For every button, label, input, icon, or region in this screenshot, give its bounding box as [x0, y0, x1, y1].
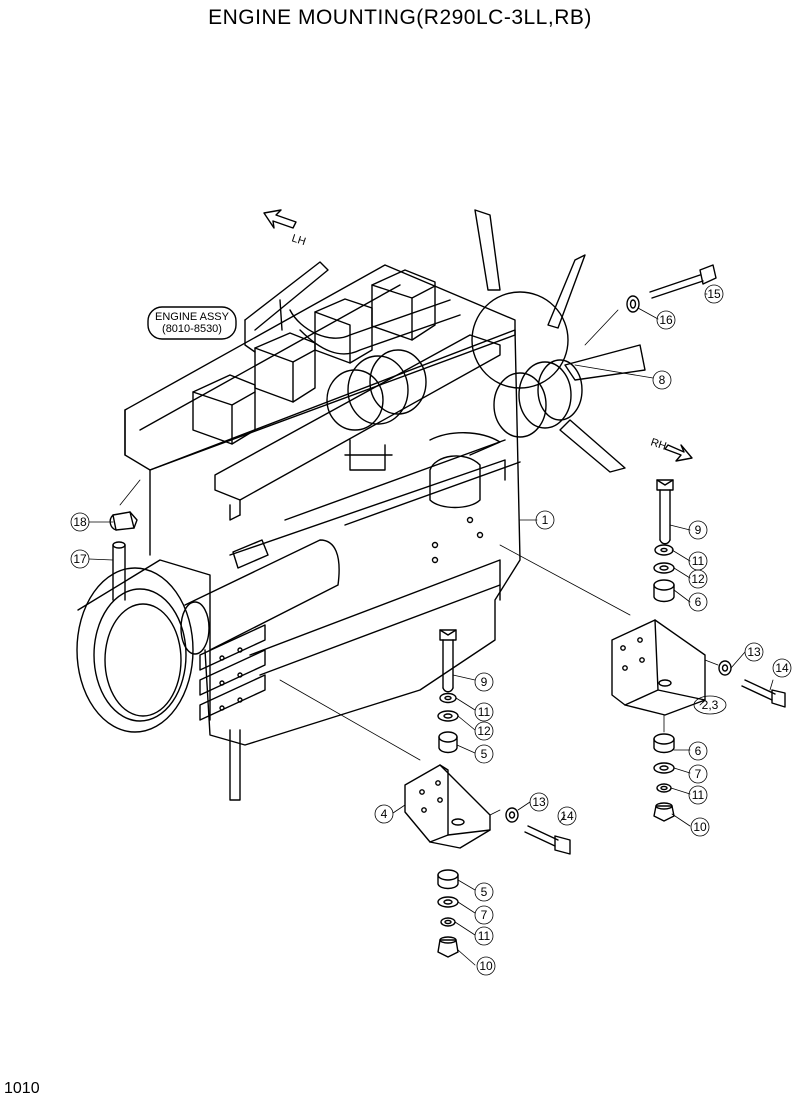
- svg-text:13: 13: [747, 645, 761, 659]
- rh-label: RH: [649, 436, 668, 452]
- svg-text:9: 9: [481, 675, 488, 689]
- callout-9-left: 9: [474, 672, 494, 692]
- bolt-9-left: [439, 629, 457, 693]
- bolt-15: [649, 264, 717, 299]
- washer-11-left-top: [439, 692, 457, 704]
- svg-text:11: 11: [478, 705, 491, 719]
- callout-10-left: 10: [476, 956, 496, 976]
- engine-assembly: [76, 209, 646, 801]
- callout-13-left: 13: [529, 792, 549, 812]
- svg-text:15: 15: [707, 287, 721, 301]
- callout-18: 18: [70, 512, 90, 532]
- callout-6-right-top: 6: [688, 592, 708, 612]
- callout-9-right: 9: [688, 520, 708, 540]
- svg-text:12: 12: [691, 572, 705, 586]
- svg-text:6: 6: [695, 595, 702, 609]
- svg-text:8: 8: [659, 373, 666, 387]
- svg-text:1: 1: [542, 513, 549, 527]
- nut-10-left: [437, 936, 459, 958]
- bolt-9-right: [656, 479, 674, 545]
- callout-1: 1: [535, 510, 555, 530]
- callout-7-right: 7: [688, 764, 708, 784]
- svg-text:18: 18: [73, 515, 87, 529]
- leader-lines: [88, 293, 774, 966]
- svg-text:2,3: 2,3: [702, 698, 719, 712]
- lh-label: LH: [290, 232, 307, 248]
- callout-7-left: 7: [474, 905, 494, 925]
- callout-14-right: 14: [772, 658, 792, 678]
- svg-text:11: 11: [692, 554, 705, 568]
- rubber-6-right-bottom: [653, 733, 675, 754]
- svg-text:14: 14: [560, 809, 574, 823]
- callouts: 1 15 16 8 9 11 12 6 13 14 2,3 6 7 11 10 …: [70, 284, 792, 976]
- svg-text:5: 5: [481, 747, 488, 761]
- svg-text:11: 11: [478, 929, 491, 943]
- bracket-4: [404, 764, 491, 849]
- callout-11-left-bottom: 11: [474, 926, 494, 946]
- svg-text:11: 11: [692, 788, 705, 802]
- washer-12-left: [437, 710, 459, 722]
- callout-13-right: 13: [744, 642, 764, 662]
- svg-text:7: 7: [695, 767, 702, 781]
- washer-13-right: [718, 660, 732, 676]
- washer-12-right: [653, 562, 675, 574]
- engine-assy-number: (8010-8530): [162, 323, 222, 335]
- fan-blade: [559, 419, 626, 473]
- bracket-2-3: [611, 619, 706, 716]
- svg-text:13: 13: [532, 795, 546, 809]
- callout-4: 4: [374, 804, 394, 824]
- svg-text:7: 7: [481, 908, 488, 922]
- washer-7-left: [437, 896, 459, 908]
- svg-text:9: 9: [695, 523, 702, 537]
- washer-13-left: [505, 807, 519, 823]
- callout-17: 17: [70, 549, 90, 569]
- svg-text:12: 12: [477, 724, 491, 738]
- svg-text:17: 17: [73, 552, 87, 566]
- page-number: 1010: [4, 1080, 40, 1097]
- clamp-18: [109, 511, 138, 531]
- fan-blade: [474, 209, 501, 291]
- nut-10-right: [653, 802, 675, 822]
- callout-11-right-top: 11: [688, 551, 708, 571]
- washer-16: [626, 295, 640, 313]
- svg-text:10: 10: [479, 959, 493, 973]
- lh-direction-arrow: LH: [263, 209, 307, 248]
- callout-8: 8: [652, 370, 672, 390]
- callout-14-left: 14: [557, 806, 577, 826]
- callout-6-right-bottom: 6: [688, 741, 708, 761]
- washer-11-right-top: [654, 544, 674, 556]
- callout-5-left-top: 5: [474, 744, 494, 764]
- svg-text:6: 6: [695, 744, 702, 758]
- washer-7-right: [653, 762, 675, 774]
- callout-2-3: 2,3: [693, 695, 727, 715]
- fan-blade: [547, 254, 586, 329]
- callout-12-right: 12: [688, 569, 708, 589]
- rubber-5-left-top: [438, 731, 458, 754]
- page-title: ENGINE MOUNTING(R290LC-3LL,RB): [208, 6, 592, 29]
- svg-text:16: 16: [659, 313, 673, 327]
- callout-11-right-bottom: 11: [688, 785, 708, 805]
- hose-17: [112, 541, 126, 601]
- fan-blade: [564, 344, 646, 381]
- engine-assy-label: ENGINE ASSY (8010-8530): [119, 306, 237, 506]
- engine-assy-name: ENGINE ASSY: [155, 311, 230, 323]
- callout-5-left-bottom: 5: [474, 882, 494, 902]
- bolt-14-left: [524, 825, 571, 855]
- rubber-5-left-bottom: [437, 869, 459, 890]
- callout-11-left-top: 11: [474, 702, 494, 722]
- svg-text:5: 5: [481, 885, 488, 899]
- callout-16: 16: [656, 310, 676, 330]
- bolt-14-right: [741, 679, 786, 708]
- rh-direction-arrow: RH: [649, 436, 693, 462]
- callout-12-left: 12: [474, 721, 494, 741]
- svg-text:10: 10: [693, 820, 707, 834]
- washer-11-right-bottom: [656, 783, 672, 793]
- rubber-6-right-top: [653, 579, 675, 603]
- svg-text:14: 14: [775, 661, 789, 675]
- svg-text:4: 4: [381, 807, 388, 821]
- callout-15: 15: [704, 284, 724, 304]
- callout-10-right: 10: [690, 817, 710, 837]
- washer-11-left-bottom: [440, 917, 456, 927]
